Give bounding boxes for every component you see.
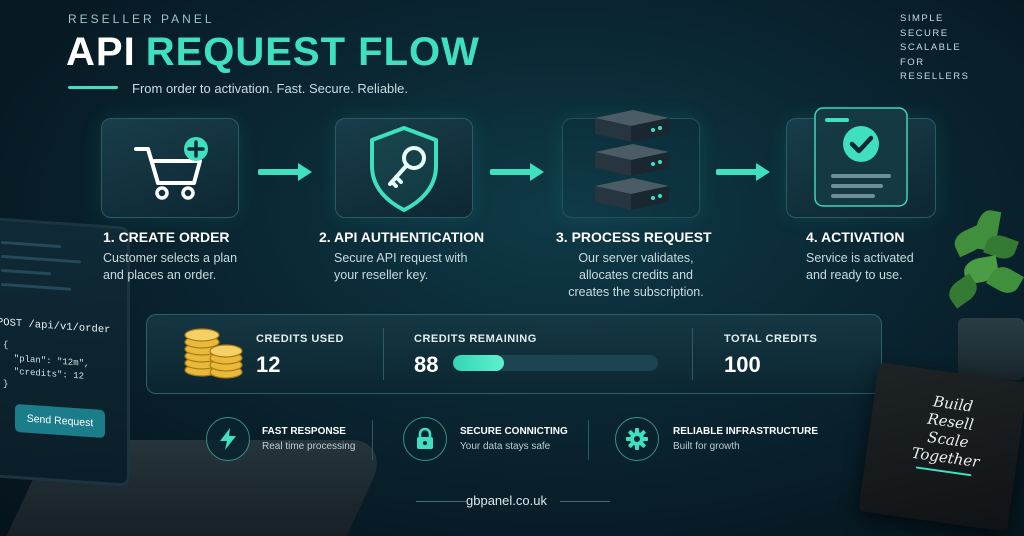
step-desc: Secure API request with your reseller ke… (334, 250, 467, 284)
feature-icon-wrap (206, 417, 250, 461)
credits-remaining-label: CREDITS REMAINING (414, 333, 537, 345)
gear-icon (626, 428, 648, 450)
step-desc-line: Customer selects a plan (103, 251, 238, 265)
api-endpoint-text: POST /api/v1/order (0, 316, 111, 337)
tagline: SCALABLE (900, 42, 962, 53)
step-desc-line: and ready to use. (806, 268, 903, 282)
step-title: 1. CREATE ORDER (103, 229, 230, 245)
credits-remaining-value: 88 (414, 352, 439, 377)
flow-arrow-icon (716, 163, 770, 181)
step-desc: Customer selects a plan and places an or… (103, 250, 237, 284)
step-desc-line: creates the subscription. (568, 285, 704, 299)
step-desc-line: allocates credits and (579, 268, 693, 282)
flow-arrow-icon (490, 163, 544, 181)
credits-divider (383, 328, 384, 380)
footer-rule (560, 501, 610, 502)
tagline: FOR RESELLERS (900, 56, 970, 83)
tagline: SIMPLE (900, 13, 944, 24)
feature-subtitle: Built for growth (673, 441, 740, 452)
footer-domain: gbpanel.co.uk (466, 493, 547, 508)
step-tile-create-order (101, 118, 239, 218)
page-subtitle: From order to activation. Fast. Secure. … (132, 81, 409, 96)
feature-subtitle: Real time processing (262, 441, 356, 452)
plant (944, 206, 1024, 326)
feature-title: SECURE CONNICTING (460, 426, 568, 437)
tagline: SECURE (900, 27, 949, 39)
footer-rule (416, 501, 466, 502)
notebook-text: Build Resell Scale Together (899, 389, 999, 479)
feature-divider (372, 420, 373, 460)
cart-plus-icon (134, 137, 208, 200)
shield-key-icon (370, 126, 438, 212)
page-title-part2: REQUEST FLOW (145, 30, 480, 74)
total-credits-value: 100 (724, 352, 761, 377)
send-request-button[interactable]: Send Request (15, 403, 105, 439)
step-title: 2. API AUTHENTICATION (319, 229, 485, 245)
step-title: 4. ACTIVATION (806, 229, 905, 245)
lock-icon (417, 427, 433, 449)
step-desc-line: Secure API request with (334, 251, 468, 265)
credits-progress-bar (453, 355, 658, 371)
credits-panel (146, 314, 882, 394)
total-credits-label: TOTAL CREDITS (724, 333, 818, 345)
step-desc-line: Service is activated (806, 251, 914, 265)
check-document-icon (814, 107, 908, 207)
flow-arrow-icon (258, 163, 312, 181)
step-tile-process (562, 110, 700, 218)
notebook: Build Resell Scale Together (858, 362, 1024, 532)
feature-title: FAST RESPONSE (262, 426, 346, 437)
step-tile-activation (786, 107, 936, 218)
feature-icon-wrap (615, 417, 659, 461)
feature-divider (588, 420, 589, 460)
plant-pot (958, 318, 1024, 380)
coins-icon (184, 328, 243, 379)
step-desc-line: your reseller key. (334, 268, 429, 282)
request-body-code: { "plan": "12m", "credits": 12 } (3, 340, 90, 390)
server-stack-icon (595, 110, 669, 210)
credits-used-value: 12 (256, 352, 281, 377)
eyebrow-label: RESELLER PANEL (68, 12, 215, 26)
step-title: 3. PROCESS REQUEST (556, 229, 712, 245)
step-desc-line: Our server validates, (578, 251, 694, 265)
step-desc: Our server validates, allocates credits … (556, 250, 716, 301)
step-desc: Service is activated and ready to use. (806, 250, 914, 284)
title-accent-rule (68, 86, 118, 89)
step-desc-line: and places an order. (103, 268, 217, 282)
credits-used-label: CREDITS USED (256, 333, 344, 345)
lightning-icon (220, 428, 236, 450)
feature-icon-wrap (403, 417, 447, 461)
feature-subtitle: Your data stays safe (460, 441, 551, 452)
page-title-part1: API (66, 30, 136, 74)
credits-divider (692, 328, 693, 380)
feature-title: RELIABLE INFRASTRUCTURE (673, 426, 818, 437)
step-tile-api-auth (335, 118, 473, 218)
credits-progress-fill (453, 355, 505, 371)
tagline-list: SIMPLE SECURE SCALABLE FOR RESELLERS (900, 12, 992, 85)
